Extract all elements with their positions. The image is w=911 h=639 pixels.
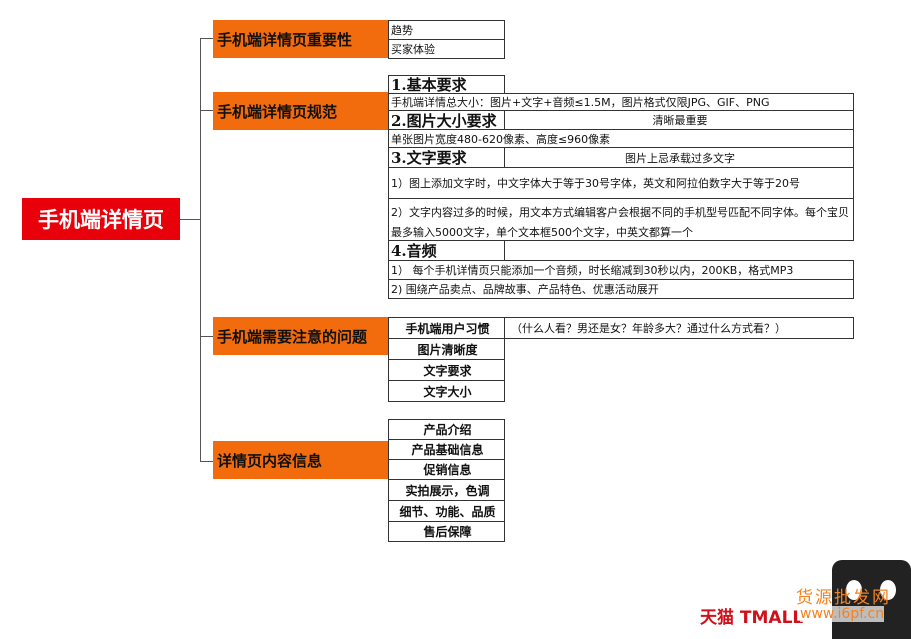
item-experience: 买家体验 bbox=[388, 39, 505, 59]
connector bbox=[200, 38, 213, 39]
item-text-size: 文字大小 bbox=[388, 380, 505, 402]
watermark-url: www.i6pf.cn bbox=[800, 606, 885, 622]
connector bbox=[200, 336, 213, 337]
audio-rule-1: 1） 每个手机详情页只能添加一个音频，时长缩减到30秒以内，200KB，格式MP… bbox=[388, 260, 854, 280]
watermark-brand: 天猫 TMALL bbox=[700, 608, 804, 628]
connector bbox=[200, 38, 201, 462]
branch-spec: 手机端详情页规范 bbox=[213, 92, 388, 130]
basic-text: 手机端详情总大小：图片+文字+音频≤1.5M，图片格式仅限JPG、GIF、PNG bbox=[388, 93, 854, 111]
item-content: 售后保障 bbox=[388, 521, 505, 542]
connector bbox=[200, 461, 213, 462]
connector bbox=[200, 110, 213, 111]
connector bbox=[180, 219, 200, 220]
audio-rule-2: 2) 围绕产品卖点、品牌故事、产品特色、优惠活动展开 bbox=[388, 279, 854, 299]
basic-title: 1.基本要求 bbox=[388, 75, 505, 94]
size-title: 2.图片大小要求 bbox=[388, 110, 505, 130]
branch-issues: 手机端需要注意的问题 bbox=[213, 317, 388, 355]
item-image-clarity: 图片清晰度 bbox=[388, 338, 505, 360]
item-content: 促销信息 bbox=[388, 459, 505, 480]
item-content: 细节、功能、品质 bbox=[388, 500, 505, 522]
item-text-req: 文字要求 bbox=[388, 359, 505, 381]
item-content: 产品基础信息 bbox=[388, 439, 505, 460]
text-rule-1: 1）图上添加文字时，中文字体大于等于30号字体，英文和阿拉伯数字大于等于20号 bbox=[388, 167, 854, 199]
audio-title: 4.音频 bbox=[388, 240, 505, 261]
tmall-cat-logo bbox=[832, 560, 911, 639]
size-text: 单张图片宽度480-620像素、高度≤960像素 bbox=[388, 129, 854, 148]
root-node: 手机端详情页 bbox=[22, 198, 180, 240]
item-user-habits: 手机端用户习惯 bbox=[388, 317, 505, 339]
branch-importance: 手机端详情页重要性 bbox=[213, 20, 388, 58]
text-rule-2: 2）文字内容过多的时候，用文本方式编辑客户会根据不同的手机型号匹配不同字体。每个… bbox=[388, 198, 854, 241]
user-habits-note: （什么人看？男还是女？年龄多大？通过什么方式看？） bbox=[504, 317, 854, 339]
item-trend: 趋势 bbox=[388, 20, 505, 40]
text-title: 3.文字要求 bbox=[388, 147, 505, 168]
text-note: 图片上忌承载过多文字 bbox=[504, 147, 854, 168]
watermark-site: 货源批发网 bbox=[796, 588, 891, 608]
branch-content: 详情页内容信息 bbox=[213, 441, 388, 479]
item-content: 产品介绍 bbox=[388, 419, 505, 440]
item-content: 实拍展示，色调 bbox=[388, 479, 505, 501]
size-note: 清晰最重要 bbox=[504, 110, 854, 130]
